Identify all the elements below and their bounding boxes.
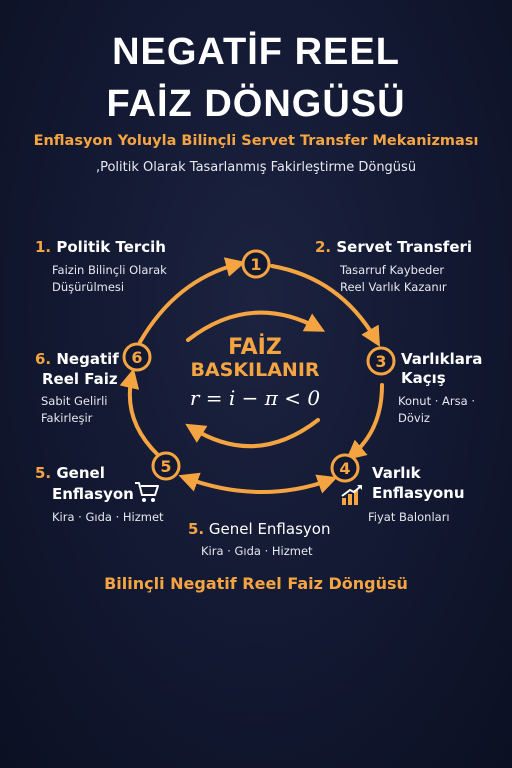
page-title-line2: FAİZ DÖNGÜSÜ <box>106 83 406 125</box>
badge-5: 5 <box>151 451 181 481</box>
step-2-label: Servet Transferi <box>336 238 473 256</box>
step-2-desc-line1: Tasarruf Kaybeder <box>340 263 445 277</box>
step-4-description: Fiyat Balonları <box>368 510 450 524</box>
arrow-5-to-6 <box>119 368 160 457</box>
step-5-description: Kira · Gıda · Hizmet <box>52 510 164 524</box>
step-1-desc-line2: Düşürülmesi <box>52 280 125 294</box>
arrow-6-to-1 <box>138 257 246 344</box>
badge-1-number: 1 <box>250 255 261 274</box>
step-3-label-line1: Varlıklara <box>401 350 483 368</box>
step-3-title: Varlıklara Kaçış <box>401 350 482 388</box>
step-5-label-line1: Genel <box>56 464 105 482</box>
step-6-description: Sabit Gelirli Fakirleşir <box>41 393 108 427</box>
step-3-description: Konut · Arsa · Döviz <box>398 393 475 427</box>
step-1-label: Politik Tercih <box>56 238 166 256</box>
step-6-title-line1: 6. Negatif <box>35 350 119 369</box>
inner-arrow-bottom <box>185 418 320 449</box>
step-2-number: 2. <box>315 238 332 256</box>
step-3-desc-line1: Konut · Arsa · <box>398 394 476 408</box>
arrow-4-to-5 <box>178 472 338 494</box>
subtitle: Enflasyon Yoluyla Bilinçli Servet Transf… <box>33 133 479 149</box>
step-1-description: Faizin Bilinçli Olarak Düşürülmesi <box>52 262 167 296</box>
step-6-title-line2: Reel Faiz <box>42 370 118 388</box>
badge-4-number: 4 <box>339 459 350 478</box>
footer-caption: Bilinçli Negatif Reel Faiz Döngüsü <box>104 574 408 593</box>
center-formula: r = i − π < 0 <box>189 386 321 410</box>
step-6-number: 6. <box>35 350 52 368</box>
step-3-desc-line2: Döviz <box>398 411 430 425</box>
step-6-label-line1: Negatif <box>56 350 119 368</box>
inner-arrow-top <box>186 310 326 342</box>
badge-4: 4 <box>330 453 360 483</box>
badge-1: 1 <box>241 249 271 279</box>
step-1-title: 1. Politik Tercih <box>35 238 166 257</box>
step-4-title-line2: Enflasyonu <box>372 484 465 502</box>
step-2-description: Tasarruf Kaybeder Reel Varlık Kazanır <box>340 262 447 296</box>
step-5-title-line2: Enflasyon <box>52 485 134 503</box>
step-5b-title: 5. Genel Enflasyon <box>188 520 330 539</box>
page-title-line1: NEGATİF REEL <box>112 31 400 73</box>
step-1-number: 1. <box>35 238 52 256</box>
badge-5-number: 5 <box>160 457 171 476</box>
step-5b-description: Kira · Gıda · Hizmet <box>201 544 313 558</box>
badge-6-number: 6 <box>131 348 142 367</box>
step-2-desc-line2: Reel Varlık Kazanır <box>340 280 447 294</box>
chart-up-icon <box>341 485 362 505</box>
badge-3: 3 <box>366 346 396 376</box>
step-6-desc-line1: Sabit Gelirli <box>41 394 108 408</box>
step-5b-number: 5. <box>188 520 205 538</box>
step-2-title: 2. Servet Transferi <box>315 238 472 257</box>
badge-3-number: 3 <box>375 352 386 371</box>
arrow-1-to-2 <box>270 264 381 347</box>
badge-6: 6 <box>122 342 152 372</box>
step-5b-label: Genel Enflasyon <box>208 520 331 538</box>
step-6-desc-line2: Fakirleşir <box>41 411 93 425</box>
center-title-line2: BASKILANIR <box>190 359 320 381</box>
center-title-line1: FAİZ <box>228 335 282 360</box>
step-4-title-line1: Varlık <box>372 464 421 482</box>
arrow-3-to-4 <box>345 383 384 461</box>
step-1-desc-line1: Faizin Bilinçli Olarak <box>52 263 167 277</box>
shopping-cart-icon <box>135 482 159 502</box>
step-5-number: 5. <box>35 464 52 482</box>
step-5-title-line1: 5. Genel <box>35 464 105 483</box>
step-3-label-line2: Kaçış <box>401 369 446 387</box>
subtitle-secondary: ,Politik Olarak Tasarlanmış Fakirleştirm… <box>95 160 417 175</box>
